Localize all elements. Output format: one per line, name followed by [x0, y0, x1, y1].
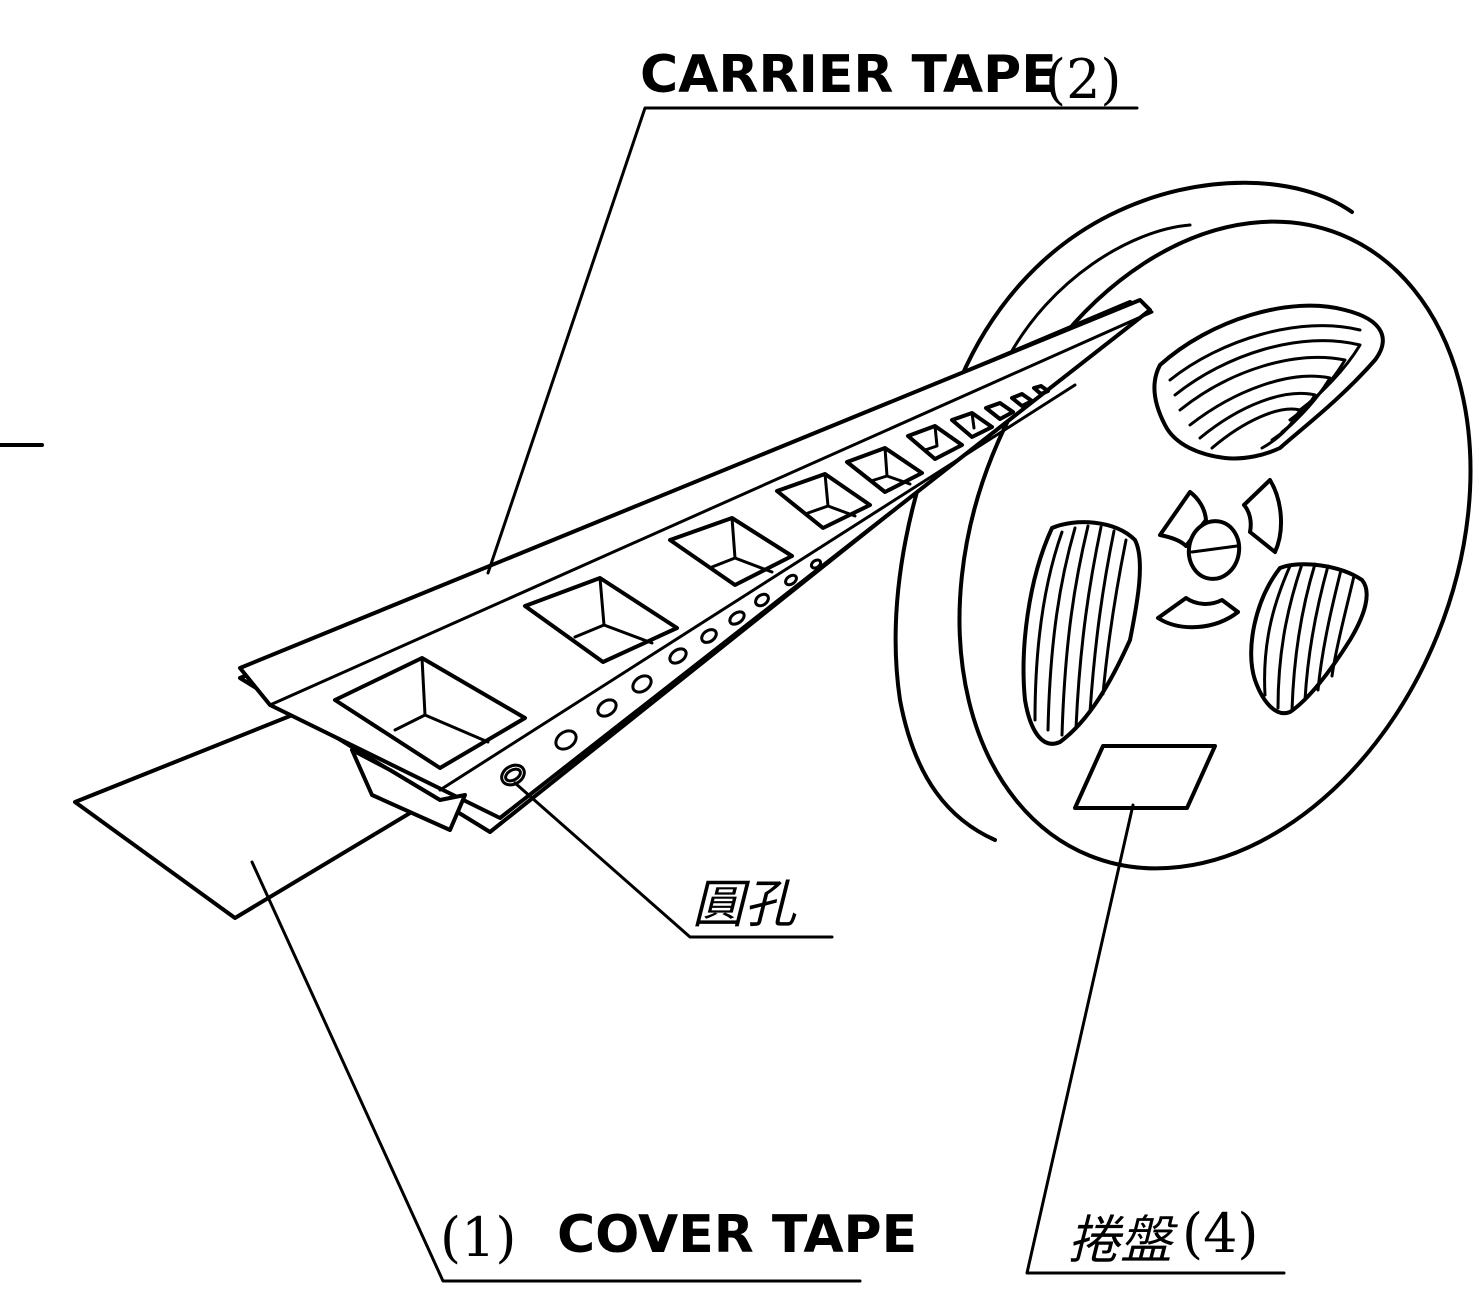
- reel: [893, 180, 1473, 871]
- reel-rim-highlight: [1006, 223, 1192, 360]
- label-carrier-tape-number: (2): [1045, 48, 1122, 111]
- leader-lines: [250, 106, 1286, 1283]
- reel-winding-right: [1263, 562, 1356, 712]
- leader-cover-tape: [250, 860, 862, 1283]
- pocket: [333, 656, 527, 770]
- reel-winding-left: [1033, 524, 1128, 737]
- pocket: [950, 411, 994, 439]
- sprocket-holes: [500, 558, 823, 787]
- label-reel: 捲盤: [1068, 1211, 1178, 1271]
- reel-hub: [1156, 478, 1283, 630]
- carrier-tape: [238, 298, 1154, 834]
- pocket: [845, 446, 924, 494]
- pocket: [1032, 384, 1050, 396]
- pocket-protrusion: [350, 748, 467, 832]
- pockets: [333, 384, 1050, 770]
- carrier-tape-edge: [268, 310, 1154, 707]
- label-carrier-tape: CARRIER TAPE: [640, 45, 1057, 105]
- reel-front-flange: [957, 219, 1473, 871]
- leader-carrier-tape: [486, 106, 1139, 575]
- leader-round-hole: [513, 781, 834, 939]
- reel-winding-top: [1168, 324, 1362, 450]
- pocket: [668, 516, 794, 587]
- label-cover-tape-number: (1): [440, 1206, 517, 1269]
- carrier-tape-hole-row-edge: [438, 383, 1077, 792]
- pocket: [984, 401, 1015, 421]
- leader-reel: [1025, 803, 1286, 1275]
- pocket: [775, 472, 872, 530]
- label-cover-tape: COVER TAPE: [557, 1205, 917, 1265]
- pocket: [523, 576, 679, 664]
- label-reel-number: (4): [1182, 1202, 1259, 1265]
- label-round-hole: 圓孔: [692, 875, 797, 935]
- pocket: [906, 424, 964, 461]
- reel-window-left: [1021, 520, 1142, 746]
- reel-label-area: [1073, 744, 1217, 810]
- pocket: [1010, 392, 1034, 408]
